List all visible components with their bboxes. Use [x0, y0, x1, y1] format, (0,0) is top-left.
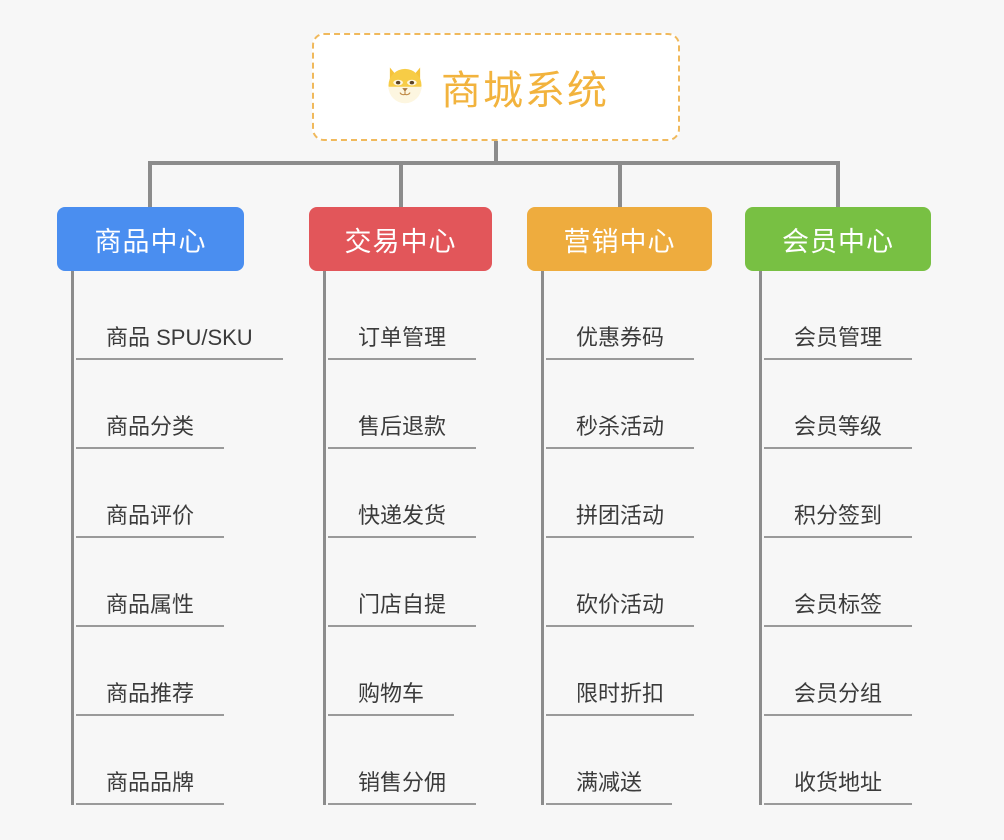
list-item[interactable]: 商品 SPU/SKU [76, 271, 283, 360]
leaf-list-member-center: 会员管理 会员等级 积分签到 会员标签 会员分组 收货地址 [759, 271, 931, 805]
list-item[interactable]: 商品品牌 [76, 716, 283, 805]
category-header-product-center[interactable]: 商品中心 [57, 207, 244, 271]
list-item[interactable]: 购物车 [328, 627, 492, 716]
category-header-member-center[interactable]: 会员中心 [745, 207, 931, 271]
leaf-label: 会员标签 [764, 591, 913, 627]
leaf-label: 拼团活动 [546, 502, 695, 538]
list-item[interactable]: 会员管理 [764, 271, 931, 360]
leaf-list-trade-center: 订单管理 售后退款 快递发货 门店自提 购物车 销售分佣 [323, 271, 492, 805]
connector-horizontal-bus [148, 161, 836, 165]
leaf-label: 商品推荐 [76, 680, 225, 716]
list-item[interactable]: 销售分佣 [328, 716, 492, 805]
list-item[interactable]: 订单管理 [328, 271, 492, 360]
leaf-label: 会员管理 [764, 324, 913, 360]
list-item[interactable]: 收货地址 [764, 716, 931, 805]
leaf-label: 优惠券码 [546, 324, 695, 360]
category-label: 会员中心 [782, 226, 894, 257]
leaf-label: 会员等级 [764, 413, 913, 449]
leaf-label: 快递发货 [328, 502, 477, 538]
leaf-label: 商品评价 [76, 502, 225, 538]
root-node[interactable]: 商城系统 [312, 33, 680, 141]
connector-drop-member-center [836, 161, 840, 207]
list-item[interactable]: 满减送 [546, 716, 712, 805]
leaf-label: 限时折扣 [546, 680, 695, 716]
leaf-label: 销售分佣 [328, 769, 477, 805]
list-item[interactable]: 限时折扣 [546, 627, 712, 716]
leaf-label: 砍价活动 [546, 591, 695, 627]
list-item[interactable]: 快递发货 [328, 449, 492, 538]
leaf-list-product-center: 商品 SPU/SKU 商品分类 商品评价 商品属性 商品推荐 商品品牌 [71, 271, 283, 805]
leaf-label: 门店自提 [328, 591, 477, 627]
leaf-list-marketing-center: 优惠券码 秒杀活动 拼团活动 砍价活动 限时折扣 满减送 [541, 271, 712, 805]
category-header-trade-center[interactable]: 交易中心 [309, 207, 492, 271]
list-item[interactable]: 会员标签 [764, 538, 931, 627]
list-item[interactable]: 积分签到 [764, 449, 931, 538]
list-item[interactable]: 商品属性 [76, 538, 283, 627]
leaf-label: 商品 SPU/SKU [76, 324, 283, 360]
connector-drop-trade-center [399, 161, 403, 207]
list-item[interactable]: 会员等级 [764, 360, 931, 449]
leaf-label: 售后退款 [328, 413, 477, 449]
leaf-label: 商品属性 [76, 591, 225, 627]
list-item[interactable]: 商品分类 [76, 360, 283, 449]
branch-member-center: 会员中心 会员管理 会员等级 积分签到 会员标签 会员分组 收货地址 [745, 207, 931, 805]
connector-drop-product-center [148, 161, 152, 207]
leaf-label: 满减送 [546, 769, 673, 805]
branch-product-center: 商品中心 商品 SPU/SKU 商品分类 商品评价 商品属性 商品推荐 商品品牌 [57, 207, 283, 805]
leaf-label: 购物车 [328, 680, 455, 716]
list-item[interactable]: 拼团活动 [546, 449, 712, 538]
leaf-label: 积分签到 [764, 502, 913, 538]
list-item[interactable]: 秒杀活动 [546, 360, 712, 449]
list-item[interactable]: 会员分组 [764, 627, 931, 716]
leaf-label: 会员分组 [764, 680, 913, 716]
list-item[interactable]: 商品评价 [76, 449, 283, 538]
category-label: 营销中心 [563, 226, 676, 257]
category-label: 商品中心 [94, 226, 207, 257]
list-item[interactable]: 售后退款 [328, 360, 492, 449]
leaf-label: 商品分类 [76, 413, 225, 449]
root-title: 商城系统 [441, 69, 609, 113]
leaf-label: 秒杀活动 [546, 413, 695, 449]
connector-drop-marketing-center [618, 161, 622, 207]
leaf-label: 收货地址 [764, 769, 913, 805]
list-item[interactable]: 优惠券码 [546, 271, 712, 360]
category-label: 交易中心 [344, 226, 457, 257]
category-header-marketing-center[interactable]: 营销中心 [527, 207, 712, 271]
list-item[interactable]: 商品推荐 [76, 627, 283, 716]
shiba-dog-face-icon [383, 62, 427, 113]
leaf-label: 商品品牌 [76, 769, 225, 805]
list-item[interactable]: 砍价活动 [546, 538, 712, 627]
list-item[interactable]: 门店自提 [328, 538, 492, 627]
connector-root-stem [494, 141, 498, 165]
leaf-label: 订单管理 [328, 324, 477, 360]
branch-trade-center: 交易中心 订单管理 售后退款 快递发货 门店自提 购物车 销售分佣 [309, 207, 492, 805]
branch-marketing-center: 营销中心 优惠券码 秒杀活动 拼团活动 砍价活动 限时折扣 满减送 [527, 207, 712, 805]
